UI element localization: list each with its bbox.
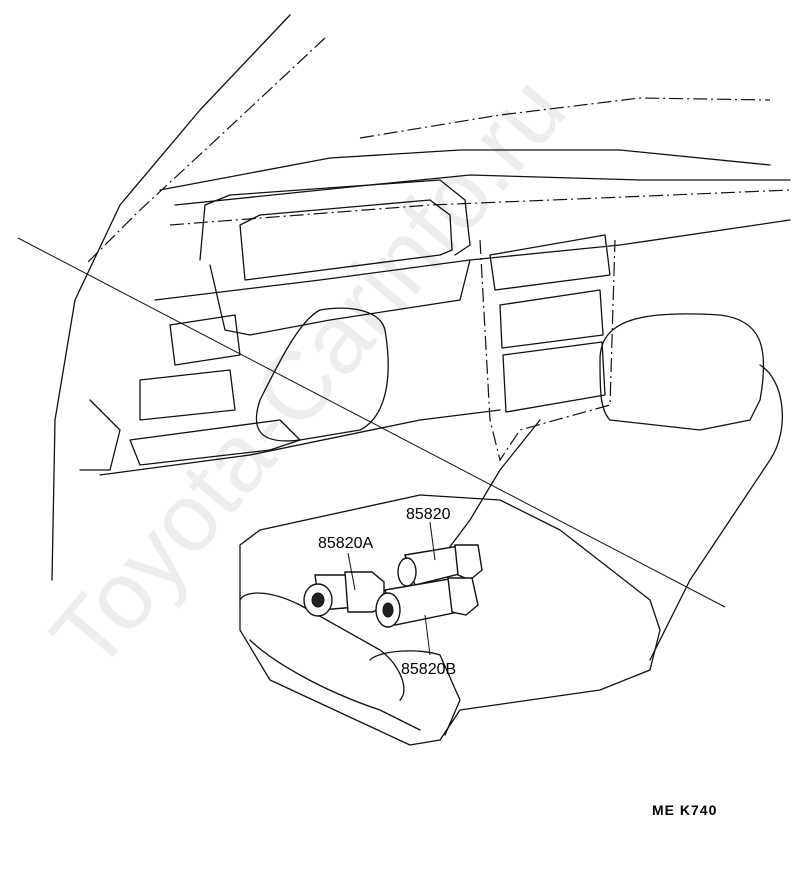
roof-line <box>359 97 771 139</box>
switch-85820B <box>375 577 479 628</box>
label-85820: 85820 <box>406 506 451 523</box>
console-outline <box>479 239 616 462</box>
center-panel-1 <box>489 234 611 291</box>
cluster-lower <box>209 259 471 336</box>
tray-front <box>249 639 421 731</box>
switch-85820 <box>397 544 483 587</box>
leader-85820B <box>424 614 431 656</box>
lower-dash <box>79 399 121 471</box>
dash-top <box>159 149 771 191</box>
seat-side <box>649 364 783 661</box>
cluster-inner <box>239 199 453 281</box>
lower-dash-edge <box>99 409 501 476</box>
reference-line <box>17 237 726 608</box>
seat-back <box>599 313 765 431</box>
windshield-edge <box>87 37 326 263</box>
knee-panel <box>129 419 301 466</box>
a-pillar-outer <box>51 14 291 581</box>
center-panel-2 <box>499 289 604 349</box>
switch-85820A <box>303 571 385 617</box>
dash-upper-edge <box>174 174 791 206</box>
left-panel <box>139 369 236 421</box>
cluster-hood <box>199 179 471 261</box>
floor-tray <box>239 494 661 746</box>
steering-column <box>255 307 389 442</box>
label-85820A: 85820A <box>318 535 374 552</box>
center-panel-3 <box>502 341 606 413</box>
tray-lower <box>369 650 461 736</box>
console-side <box>439 419 541 561</box>
leader-85820A <box>347 552 356 591</box>
leader-85820 <box>429 521 436 561</box>
left-vent <box>169 314 241 366</box>
label-85820B: 85820B <box>401 661 457 678</box>
dash-ridge <box>154 219 791 301</box>
dash-line-1 <box>169 189 791 226</box>
tray-inner <box>239 592 405 701</box>
diagram-code: ME K740 <box>652 802 718 818</box>
